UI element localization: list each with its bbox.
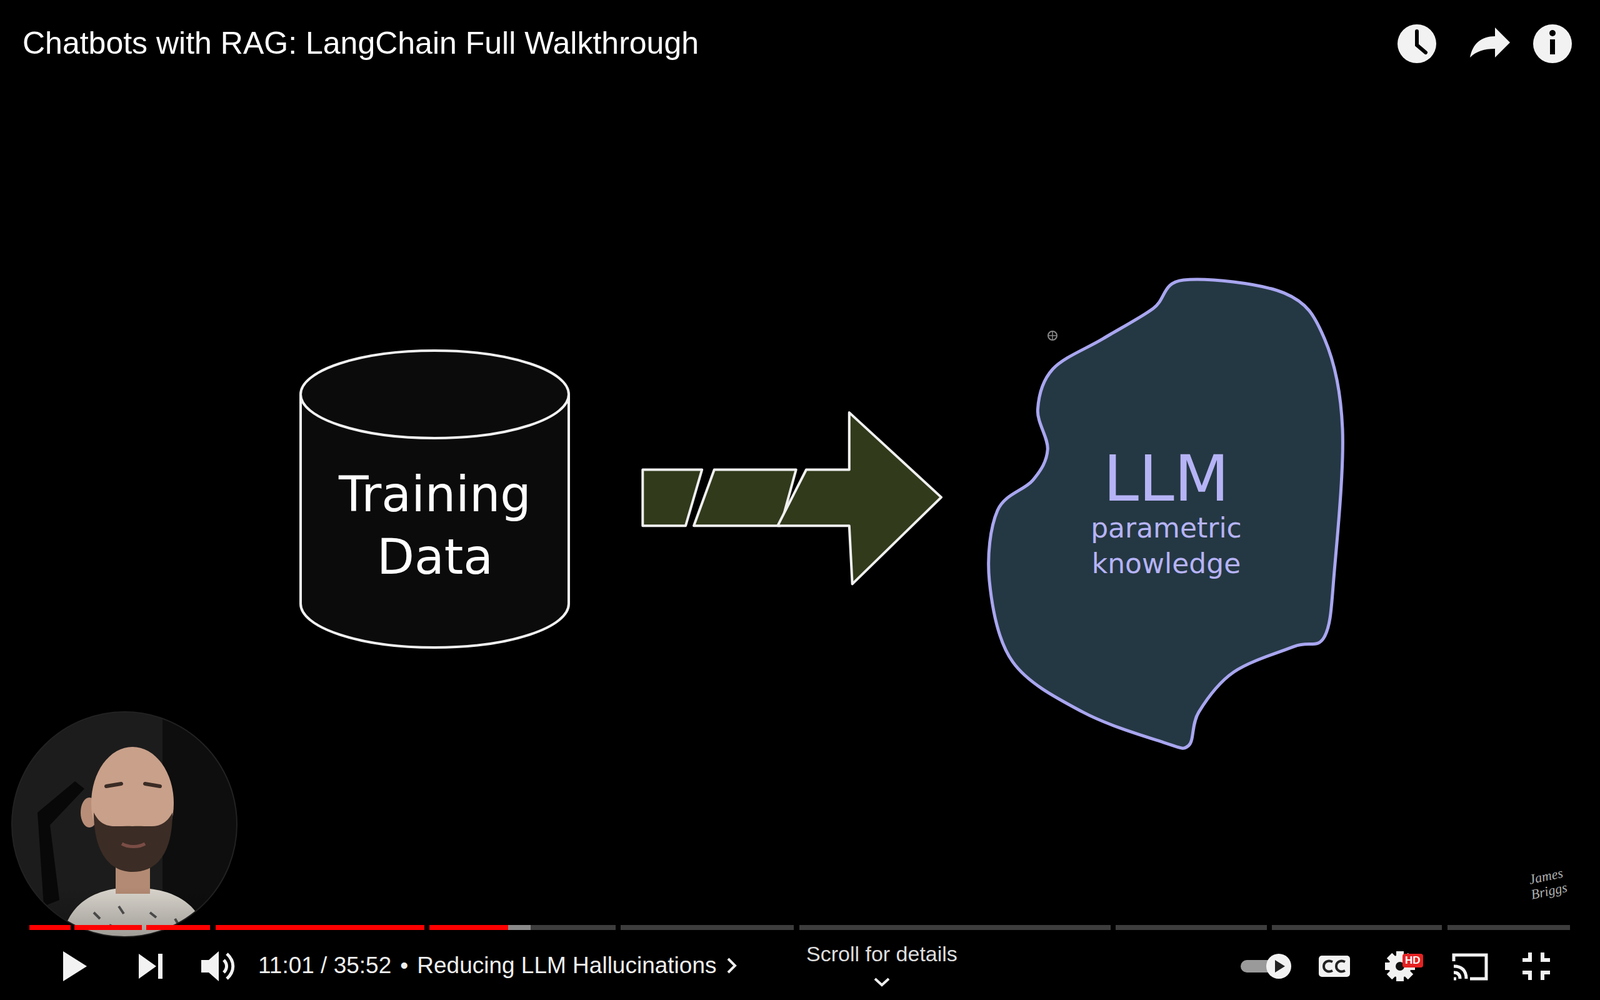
chapter-chevron-path <box>728 958 735 973</box>
exit-fullscreen-icon-part <box>1542 952 1550 960</box>
arrow-segment <box>642 470 702 527</box>
controls-fade <box>0 887 1600 1000</box>
clock-icon-part <box>1397 24 1437 64</box>
arrow-segment <box>777 412 942 584</box>
next-icon <box>138 953 163 979</box>
volume-icon-part <box>223 960 227 973</box>
progress-bar-part <box>530 925 616 930</box>
volume-icon-part <box>226 953 234 979</box>
cursor-mark-part <box>1048 331 1057 340</box>
llm-blob-outline <box>988 279 1344 749</box>
share-icon <box>1470 27 1510 58</box>
chapter-title: Reducing LLM Hallucinations <box>416 952 717 979</box>
cursor-mark-part <box>1048 331 1057 340</box>
captions-icon-part <box>1323 961 1333 972</box>
presenter-webcam-part <box>106 783 160 787</box>
presenter-webcam-part <box>93 812 173 872</box>
time-display: 11:01 / 35:52 <box>258 952 392 979</box>
cast-icon-part <box>1453 966 1467 979</box>
hd-badge: HD <box>1402 953 1424 968</box>
exit-fullscreen-icon <box>1522 952 1550 980</box>
llm-blob-path <box>988 279 1344 749</box>
progress-bar-part <box>74 925 142 930</box>
next-icon-part <box>158 953 163 979</box>
info-icon-part <box>1549 30 1556 37</box>
volume-icon <box>201 951 234 982</box>
cast-icon-part <box>1453 955 1487 979</box>
exit-fullscreen-icon-part <box>1522 972 1530 980</box>
progress-bar-part <box>29 925 71 930</box>
scroll-chevron <box>875 978 889 985</box>
progress-bar-part <box>1447 925 1570 930</box>
progress-bar-part <box>1115 925 1267 930</box>
autoplay-toggle-part <box>1266 953 1292 979</box>
info-icon <box>1533 24 1572 64</box>
progress-bar-part <box>620 925 794 930</box>
database-node: Training Data <box>298 348 571 650</box>
info-icon-part <box>1550 39 1555 55</box>
progress-bar-part <box>1271 925 1442 930</box>
node-label: LLM <box>1041 443 1292 514</box>
autoplay-toggle <box>1240 953 1292 979</box>
captions-icon-part <box>1336 961 1345 972</box>
clock-icon <box>1397 24 1437 64</box>
progress-bar <box>29 925 1570 930</box>
clock-icon-part <box>1416 31 1426 53</box>
cast-icon <box>1453 955 1487 979</box>
progress-bar-part <box>146 925 210 930</box>
share-icon-part <box>1470 27 1510 58</box>
autoplay-toggle-part <box>1275 960 1285 973</box>
play-icon <box>63 951 87 982</box>
node-sublabel: parametric knowledge <box>1072 510 1260 582</box>
volume-icon-part <box>201 951 219 982</box>
next-icon-part <box>138 953 157 979</box>
progress-bar-part <box>215 925 425 930</box>
progress-bar-part <box>508 925 531 930</box>
captions-icon-part <box>1318 955 1350 977</box>
cursor-mark <box>1048 331 1057 340</box>
video-title: Chatbots with RAG: LangChain Full Walkth… <box>22 25 699 62</box>
progress-bar-part <box>799 925 1111 930</box>
scroll-hint: Scroll for details <box>806 941 958 967</box>
presenter-webcam-part <box>121 843 145 847</box>
cylinder-top <box>300 350 569 439</box>
llm-node: LLMparametric knowledge <box>986 277 1345 749</box>
info-icon-part <box>1533 24 1572 64</box>
player-time-row: 11:01 / 35:52 • Reducing LLM Hallucination… <box>258 949 739 982</box>
progress-bar-part <box>429 925 509 930</box>
exit-fullscreen-icon-part <box>1522 952 1530 960</box>
arrow-connector <box>642 412 942 584</box>
node-label: Training Data <box>310 463 560 589</box>
separator-dot: • <box>400 952 409 979</box>
chapter-chevron <box>725 956 739 975</box>
exit-fullscreen-icon-part <box>1542 972 1550 980</box>
captions-icon <box>1318 955 1350 977</box>
